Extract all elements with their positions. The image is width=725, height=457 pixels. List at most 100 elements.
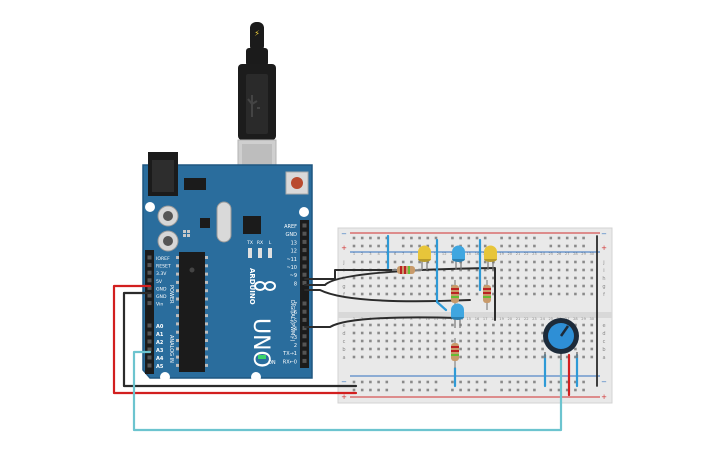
breadboard-hole[interactable] xyxy=(483,347,487,351)
rail-hole[interactable] xyxy=(369,388,372,392)
breadboard-hole[interactable] xyxy=(459,331,462,335)
breadboard-hole[interactable] xyxy=(459,347,462,351)
breadboard-hole[interactable] xyxy=(574,355,577,359)
breadboard-hole[interactable] xyxy=(377,355,380,359)
breadboard-hole[interactable] xyxy=(492,347,495,351)
breadboard-hole[interactable] xyxy=(475,339,479,343)
breadboard-hole[interactable] xyxy=(352,355,356,359)
rail-hole[interactable] xyxy=(459,236,462,240)
breadboard-hole[interactable] xyxy=(492,292,495,296)
breadboard-hole[interactable] xyxy=(557,268,561,272)
rail-hole[interactable] xyxy=(426,388,430,392)
rail-hole[interactable] xyxy=(360,380,364,384)
breadboard-hole[interactable] xyxy=(549,292,553,296)
led-yellow[interactable] xyxy=(418,245,431,270)
analog-pin[interactable] xyxy=(147,323,152,328)
rail-hole[interactable] xyxy=(385,236,389,240)
rail-hole[interactable] xyxy=(410,236,413,240)
breadboard-hole[interactable] xyxy=(418,347,421,351)
breadboard-hole[interactable] xyxy=(434,331,438,335)
breadboard-hole[interactable] xyxy=(590,268,594,272)
breadboard-hole[interactable] xyxy=(582,331,585,335)
rail-hole[interactable] xyxy=(369,236,372,240)
breadboard-hole[interactable] xyxy=(500,355,503,359)
wire-pin-10[interactable] xyxy=(304,267,496,321)
rail-hole[interactable] xyxy=(475,388,479,392)
rail-hole[interactable] xyxy=(459,380,462,384)
breadboard-hole[interactable] xyxy=(352,276,356,280)
breadboard-hole[interactable] xyxy=(385,292,389,296)
breadboard-hole[interactable] xyxy=(426,276,430,280)
rail-hole[interactable] xyxy=(549,236,553,240)
rail-hole[interactable] xyxy=(401,388,405,392)
breadboard-hole[interactable] xyxy=(410,260,413,264)
wire-pin-9[interactable] xyxy=(304,289,471,303)
breadboard-hole[interactable] xyxy=(516,355,520,359)
breadboard-hole[interactable] xyxy=(492,355,495,359)
breadboard-hole[interactable] xyxy=(410,284,413,288)
breadboard-hole[interactable] xyxy=(369,276,372,280)
breadboard-hole[interactable] xyxy=(533,268,536,272)
breadboard-hole[interactable] xyxy=(533,284,536,288)
breadboard-hole[interactable] xyxy=(410,355,413,359)
rail-hole[interactable] xyxy=(574,244,577,248)
rail-hole[interactable] xyxy=(582,236,585,240)
breadboard-hole[interactable] xyxy=(442,260,446,264)
breadboard-hole[interactable] xyxy=(451,276,454,280)
breadboard-hole[interactable] xyxy=(549,355,553,359)
rail-hole[interactable] xyxy=(418,244,421,248)
rail-hole[interactable] xyxy=(377,236,380,240)
digital-pin[interactable] xyxy=(302,272,307,277)
breadboard-hole[interactable] xyxy=(500,260,503,264)
breadboard-hole[interactable] xyxy=(467,339,471,343)
led-blue[interactable] xyxy=(452,245,465,270)
breadboard-hole[interactable] xyxy=(401,339,405,343)
breadboard-hole[interactable] xyxy=(467,347,471,351)
breadboard-hole[interactable] xyxy=(442,323,446,327)
breadboard-hole[interactable] xyxy=(533,292,536,296)
breadboard-hole[interactable] xyxy=(483,276,487,280)
resistor[interactable] xyxy=(451,338,459,368)
breadboard-hole[interactable] xyxy=(557,355,561,359)
breadboard-hole[interactable] xyxy=(385,260,389,264)
power-pin[interactable] xyxy=(147,301,152,306)
breadboard-hole[interactable] xyxy=(508,355,512,359)
rail-hole[interactable] xyxy=(451,380,454,384)
rail-hole[interactable] xyxy=(377,244,380,248)
breadboard-hole[interactable] xyxy=(574,323,577,327)
rail-hole[interactable] xyxy=(533,388,536,392)
breadboard-hole[interactable] xyxy=(574,292,577,296)
rail-hole[interactable] xyxy=(369,244,372,248)
analog-pin[interactable] xyxy=(147,355,152,360)
breadboard-hole[interactable] xyxy=(426,331,430,335)
breadboard-hole[interactable] xyxy=(541,347,544,351)
breadboard-hole[interactable] xyxy=(508,339,512,343)
digital-pin[interactable] xyxy=(302,358,307,363)
breadboard-hole[interactable] xyxy=(508,268,512,272)
breadboard-hole[interactable] xyxy=(565,292,569,296)
rail-hole[interactable] xyxy=(549,380,553,384)
breadboard-hole[interactable] xyxy=(508,331,512,335)
breadboard-hole[interactable] xyxy=(360,347,364,351)
breadboard-hole[interactable] xyxy=(524,339,528,343)
analog-pin[interactable] xyxy=(147,331,152,336)
digital-pin[interactable] xyxy=(302,326,307,331)
breadboard-hole[interactable] xyxy=(377,292,380,296)
breadboard-hole[interactable] xyxy=(557,276,561,280)
breadboard-hole[interactable] xyxy=(401,355,405,359)
breadboard-hole[interactable] xyxy=(393,260,397,264)
breadboard-hole[interactable] xyxy=(451,260,454,264)
breadboard-hole[interactable] xyxy=(541,331,544,335)
rail-hole[interactable] xyxy=(385,380,389,384)
breadboard-hole[interactable] xyxy=(516,323,520,327)
breadboard-hole[interactable] xyxy=(549,260,553,264)
breadboard-hole[interactable] xyxy=(393,323,397,327)
breadboard-hole[interactable] xyxy=(360,355,364,359)
breadboard-hole[interactable] xyxy=(590,260,594,264)
breadboard-hole[interactable] xyxy=(459,276,462,280)
rail-hole[interactable] xyxy=(418,236,421,240)
breadboard-hole[interactable] xyxy=(541,339,544,343)
digital-pin[interactable] xyxy=(302,342,307,347)
breadboard-hole[interactable] xyxy=(451,323,454,327)
breadboard-hole[interactable] xyxy=(533,276,536,280)
